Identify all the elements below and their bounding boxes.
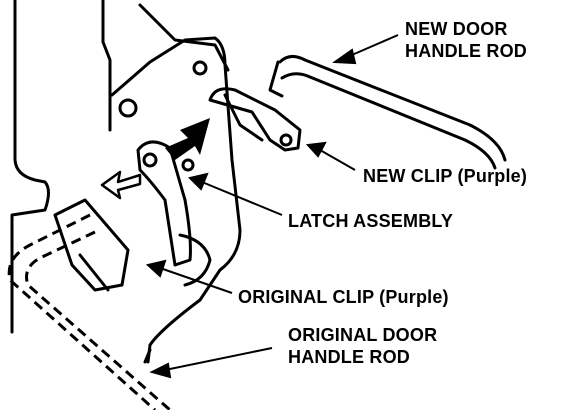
original-door-handle-rod [7, 213, 157, 410]
original-clip [53, 198, 130, 292]
label-orig-rod-line2: HANDLE ROD [288, 347, 410, 367]
label-new-rod-line1: NEW DOOR [405, 19, 508, 39]
label-new-clip: NEW CLIP (Purple) [363, 166, 528, 186]
label-new-rod-line2: HANDLE ROD [405, 41, 527, 61]
latch-lever-pivot [142, 152, 158, 168]
label-latch-assembly: LATCH ASSEMBLY [288, 211, 454, 231]
door-panel-inner-edge [101, 0, 112, 132]
door-panel-outline [10, 0, 50, 334]
label-original-door-handle-rod: ORIGINAL DOOR HANDLE ROD [288, 324, 437, 368]
latch-hole-lower [181, 158, 195, 172]
latch-hole-left [118, 98, 138, 118]
latch-hole-top [192, 60, 208, 76]
label-original-clip: ORIGINAL CLIP (Purple) [238, 287, 449, 307]
latch-housing [110, 36, 242, 364]
label-new-door-handle-rod: NEW DOOR HANDLE ROD [405, 18, 527, 62]
new-clip [208, 87, 302, 152]
movement-arrow-white [100, 170, 142, 200]
label-orig-rod-line1: ORIGINAL DOOR [288, 325, 438, 345]
door-panel-bracket [138, 3, 230, 72]
movement-arrow-black [165, 118, 210, 160]
latch-lever [136, 140, 192, 267]
new-door-handle-rod [278, 55, 507, 170]
